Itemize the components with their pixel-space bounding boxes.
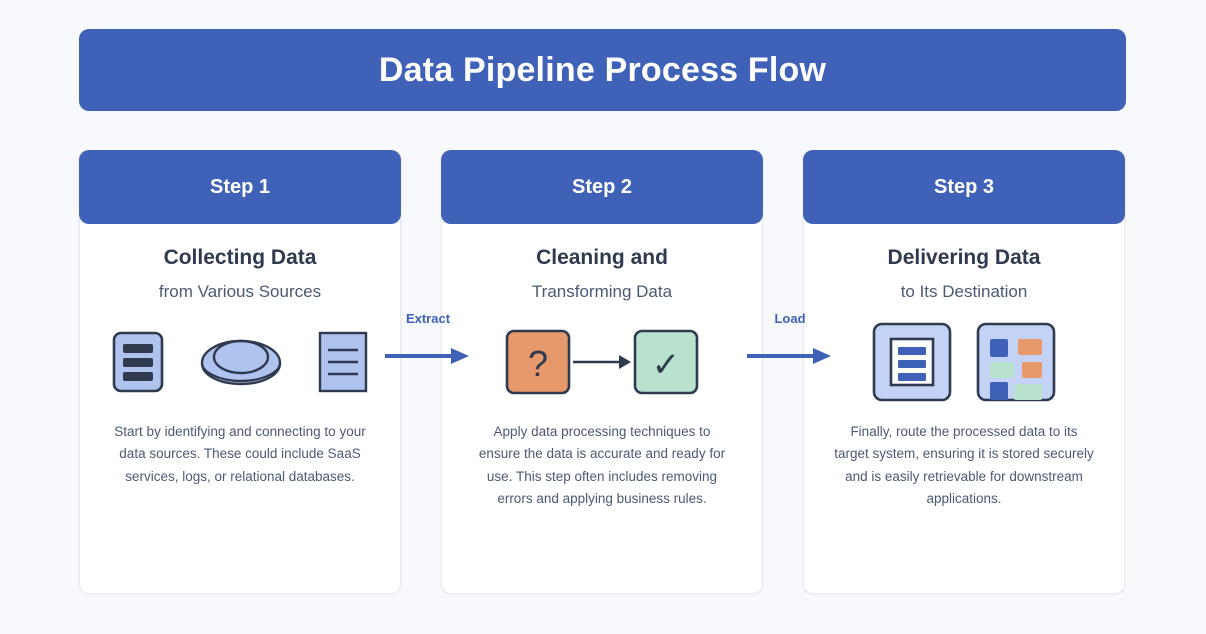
step-1-icon-row	[112, 325, 368, 405]
transform-arrow-icon	[571, 347, 633, 382]
connector-extract-label: Extract	[405, 311, 451, 326]
step-card-3[interactable]: Step 3 Delivering Data to Its Destinatio…	[803, 150, 1125, 594]
step-3-icon-row	[872, 322, 1056, 407]
step-card-2[interactable]: Step 2 Cleaning and Transforming Data ?	[441, 150, 763, 594]
step-2-title: Cleaning and	[536, 246, 668, 269]
step-1-header-label: Step 1	[209, 175, 271, 198]
connector-extract: Extract	[385, 312, 471, 372]
database-cylinder-icon	[198, 332, 284, 397]
question-mark-glyph: ?	[528, 343, 548, 384]
step-card-1[interactable]: Step 1 Collecting Data from Various Sour…	[79, 150, 401, 594]
checkmark-tile-icon: ✓	[633, 329, 699, 400]
step-3-description: Finally, route the processed data to its…	[834, 423, 1094, 507]
arrow-right-icon	[385, 348, 469, 364]
dashboard-grid-icon	[976, 322, 1056, 407]
step-2-body: Cleaning and Transforming Data ?	[442, 225, 762, 593]
step-2-header: Step 2	[441, 150, 763, 224]
step-3-header-label: Step 3	[933, 175, 995, 198]
step-3-title: Delivering Data	[887, 246, 1041, 269]
step-2-header-label: Step 2	[571, 175, 633, 198]
step-1-title: Collecting Data	[163, 246, 317, 269]
check-mark-glyph: ✓	[652, 346, 681, 384]
step-2-icon-row: ? ✓	[505, 325, 699, 405]
connector-load-label: Load	[774, 311, 806, 326]
main-banner: Data Pipeline Process Flow	[79, 29, 1126, 111]
server-icon	[112, 331, 164, 398]
step-2-subtitle: Transforming Data	[531, 282, 673, 302]
step-1-header: Step 1	[79, 150, 401, 224]
connector-load: Load	[747, 312, 833, 372]
step-1-description: Start by identifying and connecting to y…	[114, 423, 366, 484]
step-1-body: Collecting Data from Various Sources	[80, 225, 400, 593]
document-lines-icon	[318, 331, 368, 398]
page-title: Data Pipeline Process Flow	[378, 51, 827, 89]
arrow-right-icon	[747, 348, 831, 364]
step-1-subtitle: from Various Sources	[158, 282, 322, 302]
report-document-icon	[872, 322, 952, 407]
step-2-description: Apply data processing techniques to ensu…	[478, 423, 726, 507]
step-3-subtitle: to Its Destination	[900, 282, 1028, 302]
question-tile-icon: ?	[505, 329, 571, 400]
step-3-body: Delivering Data to Its Destination	[804, 225, 1124, 593]
step-3-header: Step 3	[803, 150, 1125, 224]
